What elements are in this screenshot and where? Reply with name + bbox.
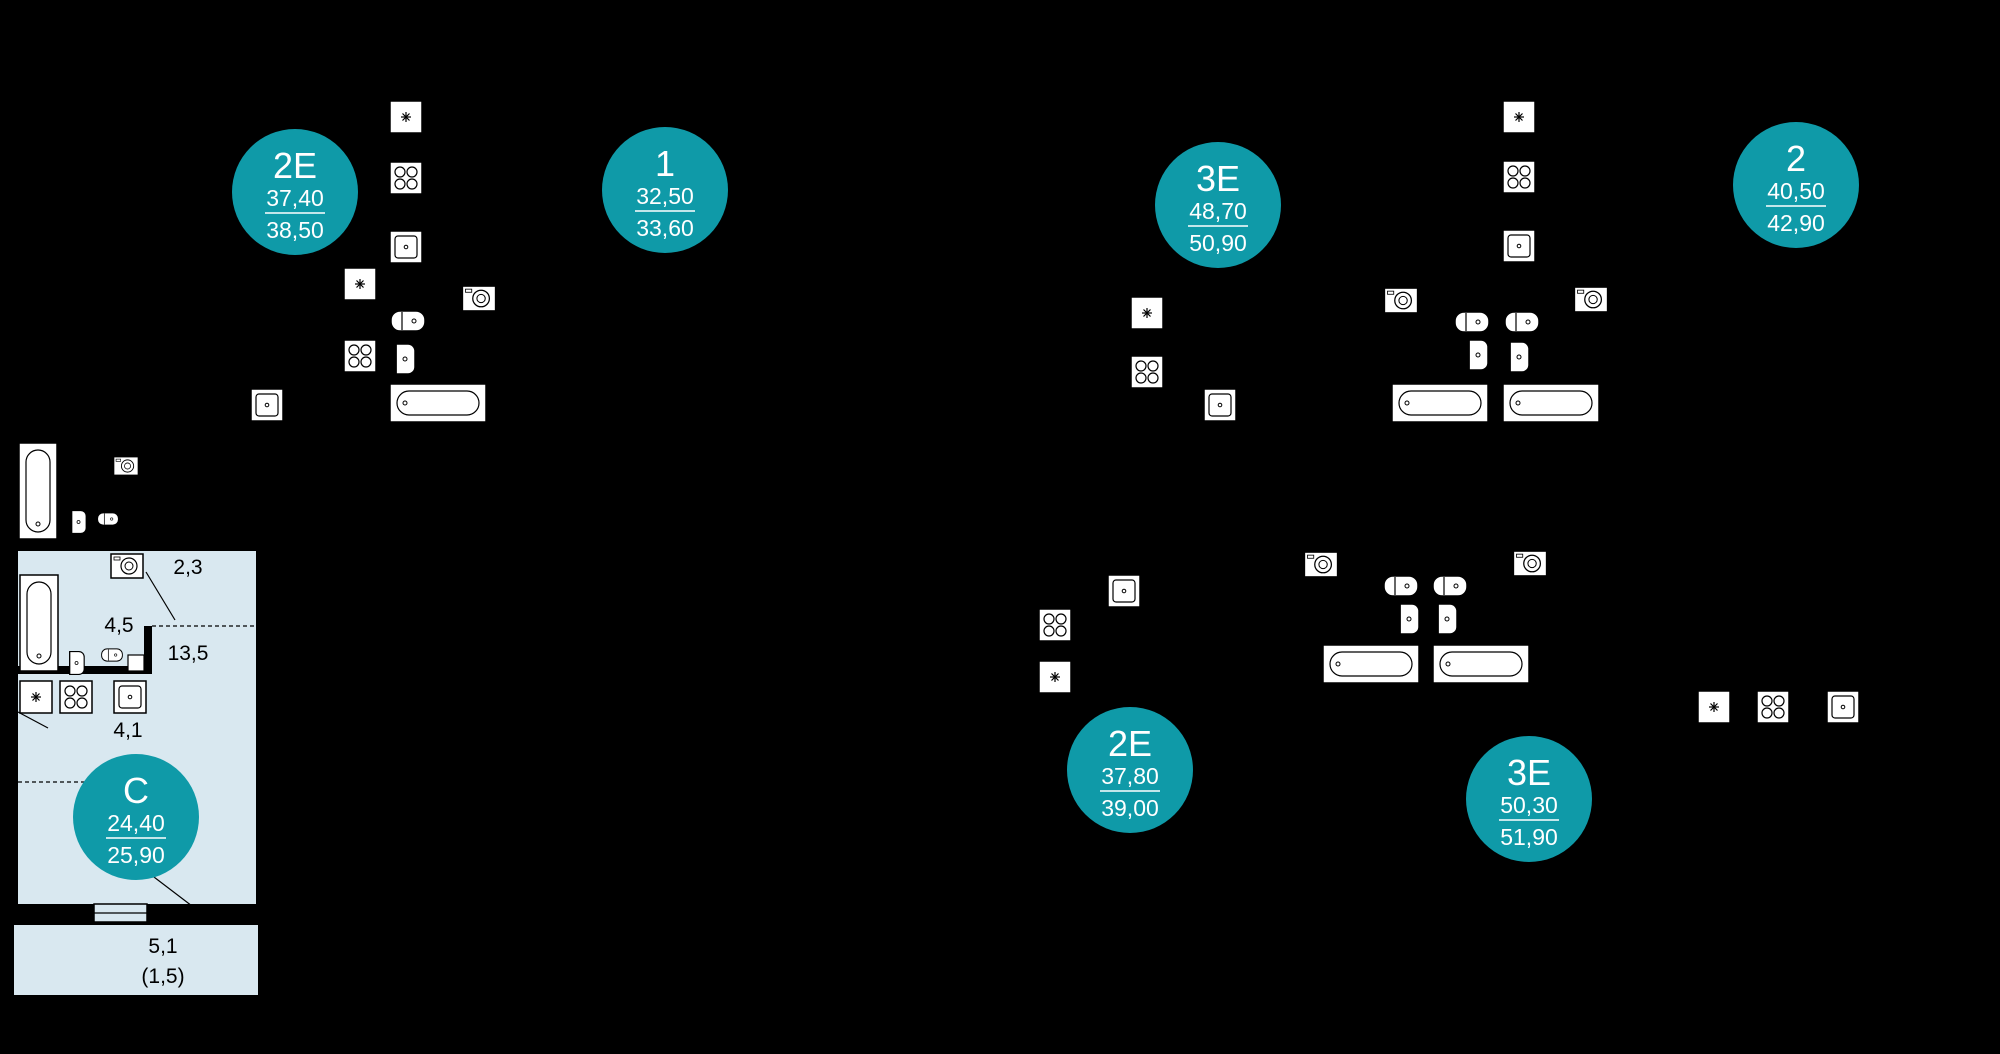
- washing-machine-icon: [1512, 550, 1548, 577]
- apartment-type: 3E: [1507, 752, 1551, 793]
- stove-icon: [1502, 160, 1536, 194]
- toilet-icon: [1454, 311, 1490, 333]
- apartment-badge[interactable]: 240,50 42,90: [1733, 122, 1859, 248]
- ventilation-icon: [1697, 690, 1731, 724]
- total-area: 51,90: [1500, 824, 1558, 850]
- washing-machine-icon: [110, 553, 144, 579]
- washing-machine-icon: [1383, 287, 1419, 314]
- wall-segment: [18, 666, 152, 674]
- ventilation-icon: [19, 680, 53, 714]
- bathroom-area: 4,5: [104, 614, 133, 637]
- apartment-badge[interactable]: 132,50 33,60: [602, 127, 728, 253]
- wall-segment: [192, 904, 258, 924]
- washing-machine-icon: [1303, 551, 1339, 578]
- bathtub-icon: [1432, 644, 1530, 684]
- stove-icon: [343, 339, 377, 373]
- hall-area: 2,3: [173, 556, 202, 579]
- bathtub-icon: [18, 442, 58, 540]
- badge-circle: [73, 754, 199, 880]
- apartment-type: 1: [655, 143, 675, 184]
- bathtub-icon: [19, 574, 59, 672]
- sink-icon: [1203, 388, 1237, 422]
- total-area: 42,90: [1767, 210, 1825, 236]
- living-area: 50,30: [1500, 792, 1558, 818]
- living-area: 32,50: [636, 183, 694, 209]
- studio-apartment-c: 2,3 4,5 13,5 4,1 5,1 (1,5): [14, 551, 258, 995]
- ventilation-icon: [1038, 660, 1072, 694]
- living-area: 48,70: [1189, 198, 1247, 224]
- bathtub-icon: [1391, 383, 1489, 423]
- balcony-floor: [14, 925, 258, 995]
- washbasin-icon: [68, 650, 86, 676]
- total-area: 39,00: [1101, 795, 1159, 821]
- apartment-type: 2E: [273, 145, 317, 186]
- washbasin-icon: [1509, 341, 1530, 373]
- washing-machine-icon: [113, 455, 139, 477]
- toilet-icon: [390, 310, 426, 332]
- toilet-icon: [1504, 311, 1540, 333]
- stove-icon: [1756, 690, 1790, 724]
- wall-segment: [144, 626, 152, 670]
- washbasin-icon: [1399, 603, 1420, 635]
- apartment-badges: 2E37,4038,50132,5033,603E48,7050,90240,5…: [73, 122, 1859, 880]
- total-area: 38,50: [266, 217, 324, 243]
- bathtub-icon: [389, 383, 487, 423]
- toilet-icon: [1432, 575, 1468, 597]
- kitchen-area: 4,1: [113, 719, 142, 742]
- apartment-type: 3E: [1196, 158, 1240, 199]
- sink-icon: [1826, 690, 1860, 724]
- sink-icon: [389, 230, 423, 264]
- stove-icon: [1038, 608, 1072, 642]
- living-area: 24,40: [107, 810, 165, 836]
- balcony-reduced-area: (1,5): [141, 965, 184, 988]
- badge-circle: [1067, 707, 1193, 833]
- sink-icon: [250, 388, 284, 422]
- balcony-area: 5,1: [148, 935, 177, 958]
- stove-icon: [1130, 355, 1164, 389]
- badge-circle: [1155, 142, 1281, 268]
- living-area: 37,80: [1101, 763, 1159, 789]
- apartment-type: 2E: [1108, 723, 1152, 764]
- apartment-type: 2: [1786, 138, 1806, 179]
- washing-machine-icon: [461, 285, 497, 312]
- sink-icon: [113, 680, 147, 714]
- ventilation-icon: [1130, 296, 1164, 330]
- washbasin-icon: [1468, 339, 1489, 371]
- total-area: 33,60: [636, 215, 694, 241]
- washbasin-icon: [395, 343, 416, 375]
- badge-circle: [1466, 736, 1592, 862]
- stove-icon: [389, 161, 423, 195]
- sink-icon: [1502, 229, 1536, 263]
- shaft-box: [127, 654, 145, 672]
- apartment-badge[interactable]: C24,40 25,90: [73, 754, 199, 880]
- living-area: 37,40: [266, 185, 324, 211]
- living-area: 40,50: [1767, 178, 1825, 204]
- toilet-icon: [97, 511, 119, 527]
- room-area: 13,5: [168, 642, 209, 665]
- ventilation-icon: [389, 100, 423, 134]
- washbasin-icon: [70, 509, 88, 535]
- ventilation-icon: [1502, 100, 1536, 134]
- badge-circle: [602, 127, 728, 253]
- stove-icon: [59, 680, 93, 714]
- toilet-icon: [1383, 575, 1419, 597]
- badge-circle: [232, 129, 358, 255]
- bathtub-icon: [1322, 644, 1420, 684]
- ventilation-icon: [343, 267, 377, 301]
- wall-segment: [14, 904, 94, 924]
- total-area: 25,90: [107, 842, 165, 868]
- washing-machine-icon: [1573, 286, 1609, 313]
- badge-circle: [1733, 122, 1859, 248]
- sink-icon: [1107, 574, 1141, 608]
- washbasin-icon: [1437, 603, 1458, 635]
- apartment-type: C: [123, 770, 149, 811]
- total-area: 50,90: [1189, 230, 1247, 256]
- bathtub-icon: [1502, 383, 1600, 423]
- toilet-icon: [101, 647, 123, 663]
